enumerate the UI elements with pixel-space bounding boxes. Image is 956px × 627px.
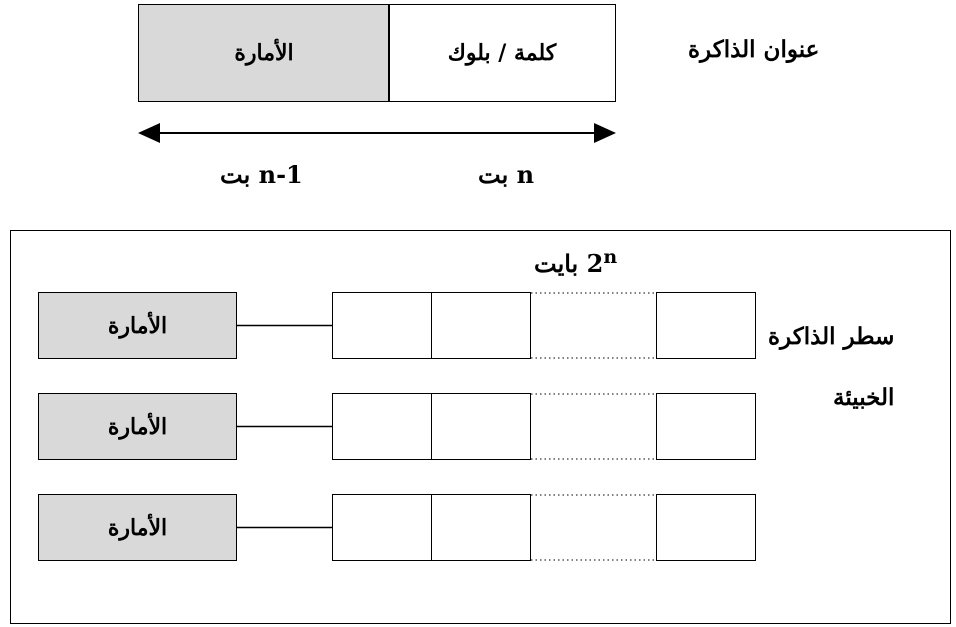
cache-row-tag-label: الأمارة [107,413,168,440]
cache-line-label-1: سطر الذاكرة [768,323,895,350]
cache-byte-cell [332,292,432,359]
cache-byte-cell [656,292,756,359]
cache-line-label: سطر الذاكرة الخبيئة [768,306,894,428]
cache-byte-cell [431,393,531,460]
memory-address-label: عنوان الذاكرة [688,36,820,63]
bytes-exponent: n [603,246,618,268]
row-connectors [237,324,332,529]
cache-row-tag: الأمارة [38,292,237,359]
cache-row-tag-label: الأمارة [107,312,168,339]
ellipsis-dotted-lines [531,292,656,561]
cache-byte-cell [656,393,756,460]
address-word-block-field: كلمة / بلوك [388,4,616,102]
address-tag-label: الأمارة [234,40,294,66]
address-word-label: كلمة / بلوك [447,40,557,66]
cache-row-tag: الأمارة [38,393,237,460]
bytes-unit: بايت [534,249,579,278]
cache-row-tag-label: الأمارة [107,514,168,541]
cache-byte-cell [332,393,432,460]
cache-line-label-2: الخبيئة [832,384,895,411]
tag-bit-count: 1-n بت [220,160,303,189]
bytes-base: 2 [586,249,604,278]
word-bit-count: n بت [478,160,535,189]
cache-byte-cell [332,494,432,561]
bit-width-arrow [138,123,616,143]
cache-frame [10,230,951,624]
cache-byte-cell [656,494,756,561]
address-tag-field: الأمارة [138,4,390,102]
cache-row-tag: الأمارة [38,494,237,561]
cache-byte-cell [431,292,531,359]
line-size-label: 2n بايت [534,246,617,278]
cache-byte-cell [431,494,531,561]
